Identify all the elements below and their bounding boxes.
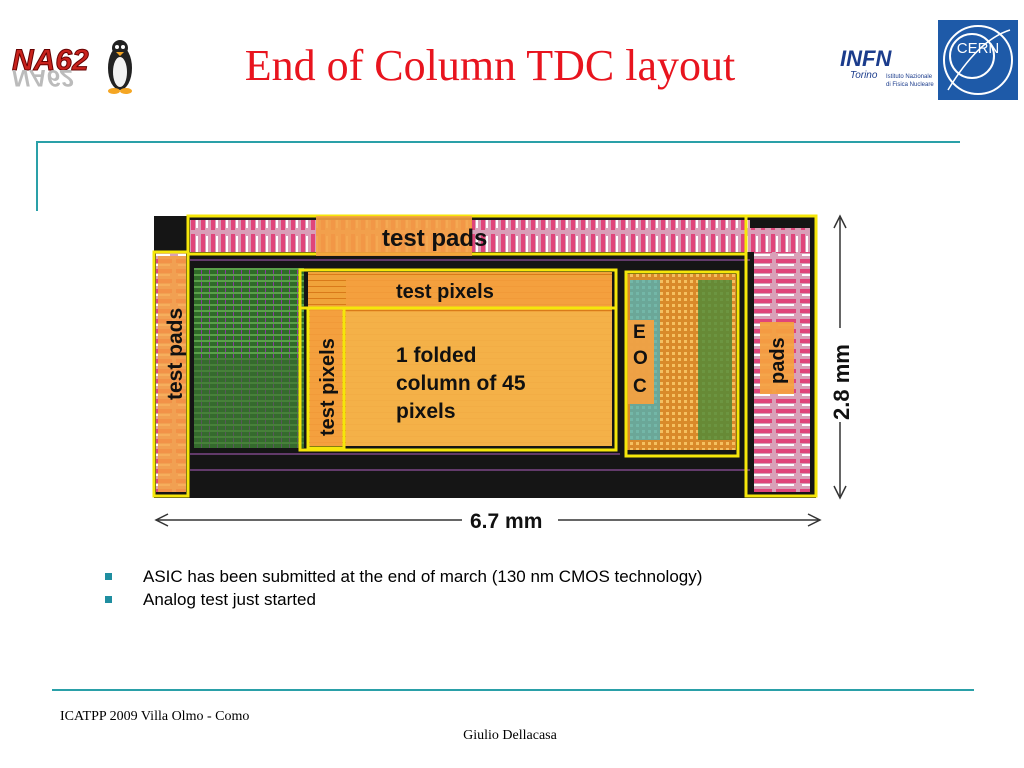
cern-logo-text: CERN <box>957 40 1000 57</box>
width-dimension-label: 6.7 mm <box>470 510 542 533</box>
height-dimension-label: 2.8 mm <box>829 344 854 420</box>
footer-author: Giulio Dellacasa <box>463 728 557 743</box>
label-eoc-e: E <box>633 322 646 343</box>
footer-event: ICATPP 2009 Villa Olmo - Como <box>60 709 250 724</box>
tdc-layout-figure: test pads test pixels test pads test pix… <box>150 208 860 538</box>
highlight-boxes <box>152 214 818 498</box>
penguin-icon <box>108 40 132 94</box>
label-eoc-c: C <box>633 376 647 397</box>
header-divider <box>36 141 960 143</box>
bullet-item-asic: ASIC has been submitted at the end of ma… <box>105 565 702 588</box>
infn-city-text: Torino <box>850 70 878 81</box>
label-folded-line3: pixels <box>396 400 456 423</box>
label-pads-right: pads <box>767 337 789 384</box>
bullet-list: ASIC has been submitted at the end of ma… <box>105 565 702 611</box>
label-folded-line1: 1 folded <box>396 344 477 367</box>
label-bg-test-pads-top <box>316 216 472 256</box>
infn-sub1-text: Istituto Nazionale <box>886 74 933 80</box>
label-eoc-o: O <box>633 348 648 369</box>
footer-divider <box>52 689 974 691</box>
slide-title: End of Column TDC layout <box>244 41 736 90</box>
infn-logo-text: INFN <box>840 46 892 71</box>
bullet-item-analog-test: Analog test just started <box>105 588 702 611</box>
label-test-pads-top: test pads <box>382 225 487 252</box>
header-divider-vertical <box>36 141 38 211</box>
label-test-pixels-top: test pixels <box>396 281 494 303</box>
na62-logo-text: NA62 <box>12 44 89 77</box>
label-test-pads-left: test pads <box>164 308 187 400</box>
na62-logo: NA62 NA62 <box>8 30 138 102</box>
na62-logo-reflection: NA62 <box>12 64 74 91</box>
infn-sub2-text: di Fisica Nucleare <box>886 82 934 88</box>
label-test-pixels-left: test pixels <box>317 338 339 436</box>
infn-logo: INFN Torino Istituto Nazionale di Fisica… <box>836 42 940 94</box>
cern-logo: CERN <box>938 20 1018 100</box>
label-folded-line2: column of 45 <box>396 372 526 395</box>
